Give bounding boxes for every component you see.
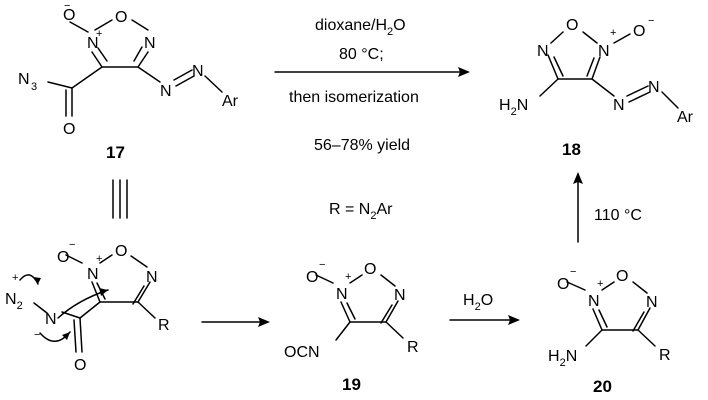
atom-label: O: [74, 357, 86, 374]
condition-heat: 110 °C: [594, 207, 642, 224]
charge-label: +: [345, 271, 351, 283]
condition-yield: 56–78% yield: [314, 137, 410, 154]
compound-label-20: 20: [593, 377, 612, 396]
compound-label-17: 17: [106, 143, 125, 162]
atom-label: O: [557, 276, 569, 293]
atom-label: N: [45, 311, 57, 328]
atom-label: N: [336, 286, 348, 303]
atom-label: O: [63, 7, 75, 24]
atom-label: N2: [5, 291, 23, 312]
atom-label: N: [537, 43, 549, 60]
charge-label: −: [64, 0, 70, 12]
subscript-label: 3: [31, 81, 37, 93]
atom-label: O: [115, 243, 127, 260]
compound-18-structure: N O N + O − H2N N N Ar: [499, 15, 694, 126]
charge-label: +: [12, 272, 18, 284]
charge-label: −: [319, 259, 325, 271]
atom-label: N: [160, 83, 172, 100]
atom-label: N: [87, 266, 99, 283]
charge-label: +: [597, 278, 603, 290]
condition-water: H2O: [463, 292, 493, 313]
compound-label-19: 19: [342, 375, 361, 394]
atom-label: O: [63, 121, 75, 138]
charge-label: +: [96, 253, 102, 265]
atom-label: N: [144, 35, 156, 52]
atom-label: Ar: [677, 109, 694, 126]
atom-label: H2N: [548, 348, 577, 369]
atom-label: O: [115, 9, 127, 26]
atom-label: O: [57, 249, 69, 266]
condition-isomerization: then isomerization: [289, 89, 419, 106]
main-reaction-arrow: [274, 67, 470, 77]
atom-label: N: [146, 269, 158, 286]
atom-label: N: [646, 294, 658, 311]
charge-label: −: [570, 266, 576, 278]
condition-solvent: dioxane/H2O: [315, 17, 406, 38]
atom-label: N: [613, 97, 625, 114]
atom-label: N: [87, 35, 99, 52]
atom-label: N: [192, 63, 204, 80]
atom-label: O: [633, 23, 645, 40]
charge-label: +: [610, 27, 616, 39]
atom-label: OCN: [284, 344, 320, 361]
atom-label: O: [306, 269, 318, 286]
atom-label: O: [616, 268, 628, 285]
atom-label: N: [588, 293, 600, 310]
charge-label: −: [69, 239, 75, 251]
charge-label: −: [34, 329, 40, 341]
compound-label-18: 18: [562, 140, 581, 159]
atom-label: R: [407, 339, 419, 356]
atom-label: O: [566, 17, 578, 34]
reaction-arrow-to-20: [449, 315, 520, 325]
atom-label: N: [598, 43, 610, 60]
atom-label: H2N: [499, 97, 528, 118]
atom-label: N: [394, 287, 406, 304]
compound-19-structure: O − N + O N OCN R: [284, 259, 419, 361]
atom-label: N: [18, 71, 30, 88]
atom-label: N: [648, 79, 660, 96]
charge-label: −: [648, 15, 654, 27]
atom-label: Ar: [222, 93, 239, 110]
identity-sign: [112, 179, 128, 219]
atom-label: R: [158, 317, 170, 334]
reaction-arrow-to-19: [201, 317, 270, 327]
atom-label: O: [364, 261, 376, 278]
acyl-azide-mechanism-structure: + N2 N − O − N + O N O R: [5, 239, 170, 374]
condition-temperature: 80 °C;: [339, 46, 384, 63]
compound-20-structure: O − N + O N H2N R: [548, 266, 671, 369]
charge-label: +: [96, 28, 102, 40]
compound-17-structure: O − N + O N N 3 O N N Ar: [18, 0, 239, 138]
atom-label: R: [659, 347, 671, 364]
reaction-arrow-to-18: [573, 172, 583, 243]
substituent-definition: R = N2Ar: [329, 201, 393, 222]
